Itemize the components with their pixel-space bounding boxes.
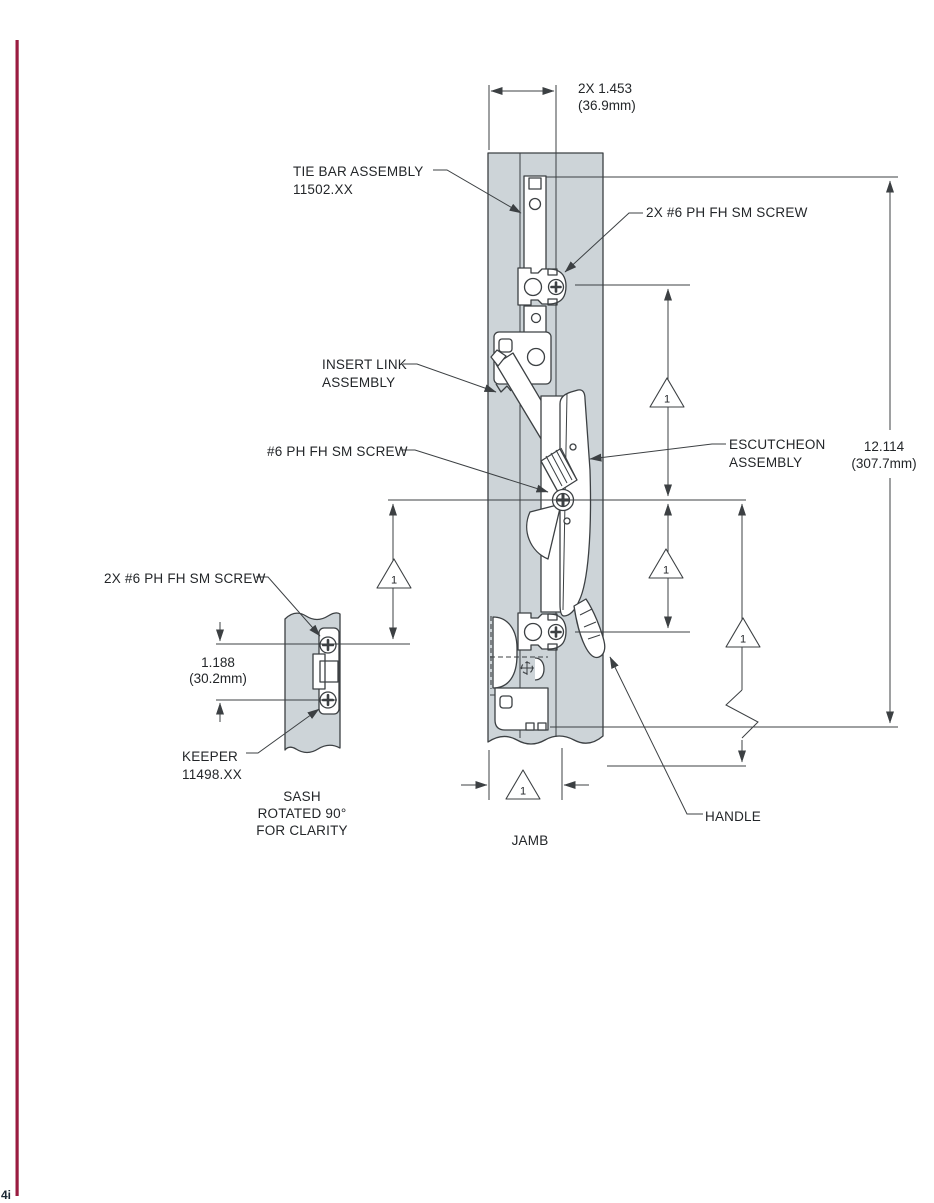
leader-screw-mid — [401, 449, 549, 493]
handle — [573, 598, 606, 659]
leader-handle — [609, 656, 703, 815]
dim-text-keeper: 1.188 — [201, 655, 235, 670]
label-sash-note-3: FOR CLARITY — [256, 823, 347, 838]
dim-keeper — [216, 622, 410, 722]
svg-text:1: 1 — [391, 575, 397, 587]
escutcheon-assembly — [526, 389, 606, 659]
label-tie-bar-part: 11502.XX — [293, 182, 353, 197]
keeper-screw-top-icon — [318, 635, 338, 655]
svg-text:1: 1 — [520, 786, 526, 798]
note-flag: 1 — [505, 769, 541, 800]
tie-bar-guide-bottom — [516, 611, 568, 652]
label-tie-bar: TIE BAR ASSEMBLY — [293, 164, 424, 179]
svg-text:1: 1 — [740, 634, 746, 646]
svg-text:1: 1 — [663, 565, 669, 577]
dim-text-width: 2X 1.453 — [578, 81, 632, 96]
label-insert-link: INSERT LINK — [322, 357, 407, 372]
label-screw-top: 2X #6 PH FH SM SCREW — [646, 205, 808, 220]
label-handle: HANDLE — [705, 809, 761, 824]
leader-insert-link — [403, 363, 497, 393]
swing-sector — [526, 503, 562, 560]
dim-text-keeper-mm: (30.2mm) — [189, 671, 247, 686]
handle-hub — [540, 447, 578, 493]
hidden-keeper-dashed — [490, 616, 548, 696]
label-keeper-screw: 2X #6 PH FH SM SCREW — [104, 571, 266, 586]
annotations: TIE BAR ASSEMBLY 11502.XX 2X #6 PH FH SM… — [104, 81, 917, 848]
note-flag: 1 — [648, 548, 684, 579]
dim-far-right — [607, 503, 759, 767]
leader-escutcheon — [589, 443, 726, 462]
leader-keeper-screw — [256, 576, 321, 637]
label-keeper-part: 11498.XX — [182, 767, 242, 782]
escutcheon-plate — [559, 389, 592, 617]
note-flag: 1 — [725, 617, 761, 648]
label-screw-mid: #6 PH FH SM SCREW — [267, 444, 408, 459]
dim-width-bottom — [461, 748, 589, 800]
insert-link-assembly — [490, 331, 575, 468]
label-sash-note-2: ROTATED 90° — [258, 806, 347, 821]
note-flags: 1 1 1 1 1 — [376, 377, 761, 800]
dim-text-height-mm: (307.7mm) — [851, 456, 916, 471]
leader-screw-top — [564, 212, 643, 273]
label-sash-note: SASH — [283, 789, 321, 804]
jamb-view — [487, 152, 606, 745]
dim-text-height: 12.114 — [864, 439, 905, 454]
label-jamb: JAMB — [512, 833, 549, 848]
tie-bar — [523, 175, 547, 337]
dim-width-top — [488, 85, 557, 153]
sash-detail-view — [284, 612, 341, 754]
svg-text:1: 1 — [664, 394, 670, 406]
leader-keeper — [246, 708, 320, 754]
tie-bar-guide-top — [516, 266, 568, 307]
footer-mark: 4i — [1, 1188, 11, 1202]
leader-tie-bar — [433, 169, 522, 214]
dim-text-width-mm: (36.9mm) — [578, 98, 636, 113]
note-flag: 1 — [376, 558, 412, 589]
keeper-hook — [312, 653, 339, 690]
accent-rule — [15, 40, 19, 1196]
dim-height — [546, 176, 898, 728]
label-escutcheon-2: ASSEMBLY — [729, 455, 802, 470]
leader-lines — [246, 169, 726, 815]
label-keeper: KEEPER — [182, 749, 238, 764]
label-escutcheon: ESCUTCHEON — [729, 437, 826, 452]
note-flag: 1 — [649, 377, 685, 408]
lower-plate — [494, 687, 549, 731]
label-insert-link-2: ASSEMBLY — [322, 375, 395, 390]
